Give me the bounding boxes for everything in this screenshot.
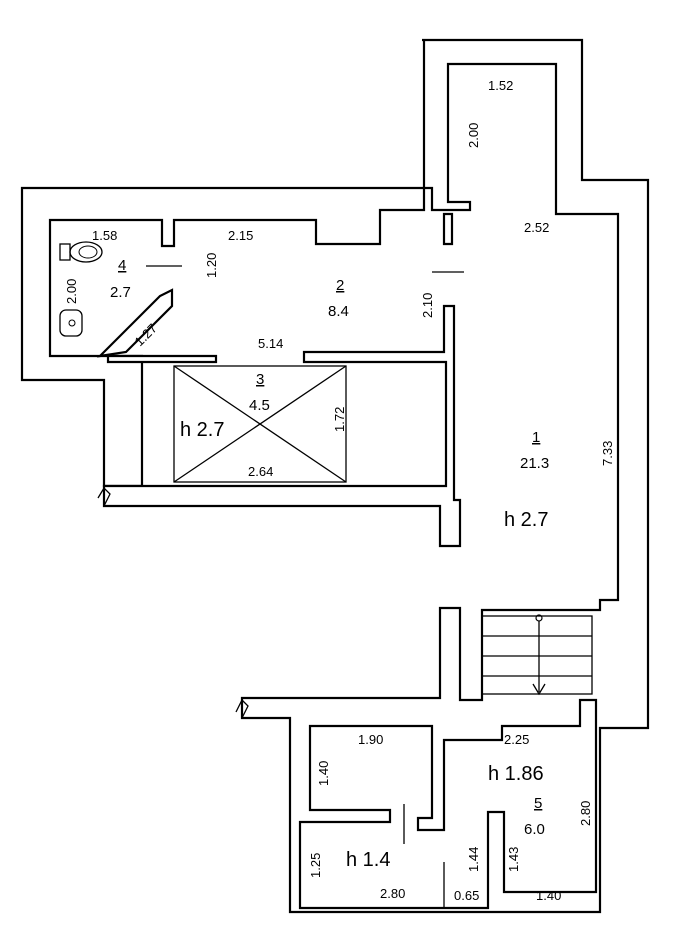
dim-1-58: 1.58 bbox=[92, 228, 117, 243]
toilet-icon bbox=[59, 241, 103, 263]
room3-number: 3 bbox=[256, 371, 264, 388]
dim-1-20: 1.20 bbox=[204, 253, 219, 278]
dim-1-25: 1.25 bbox=[308, 853, 323, 878]
break-mark-lower bbox=[235, 698, 249, 719]
dim-1-43: 1.43 bbox=[506, 847, 521, 872]
room-labels: 4 2.7 2 8.4 3 4.5 h 2.7 1 21.3 h 2.7 5 6… bbox=[110, 257, 549, 871]
lower-room-height: h 1.4 bbox=[346, 849, 390, 871]
break-mark-left bbox=[97, 486, 111, 507]
dimension-labels: 1.52 2.00 2.52 1.58 2.15 1.20 2.00 1.27 … bbox=[64, 78, 615, 903]
room1-left-wall bbox=[102, 304, 462, 548]
room5-height: h 1.86 bbox=[488, 763, 544, 785]
staircase bbox=[481, 614, 593, 696]
sink-icon bbox=[59, 309, 83, 337]
room1-number: 1 bbox=[532, 429, 540, 446]
dim-1-44: 1.44 bbox=[466, 847, 481, 872]
dim-2-80-horizontal: 2.80 bbox=[380, 886, 405, 901]
dim-2-15: 2.15 bbox=[228, 228, 253, 243]
room3-height: h 2.7 bbox=[180, 419, 224, 441]
dim-1-52: 1.52 bbox=[488, 78, 513, 93]
dim-1-72: 1.72 bbox=[332, 407, 347, 432]
room3-area: 4.5 bbox=[249, 397, 270, 414]
door-wall-stub bbox=[442, 212, 454, 246]
diagonal-wall bbox=[96, 288, 174, 358]
dim-1-40-vertical: 1.40 bbox=[316, 761, 331, 786]
room3-box bbox=[173, 365, 347, 483]
room4-number: 4 bbox=[118, 257, 126, 274]
dim-2-52: 2.52 bbox=[524, 220, 549, 235]
room2-area: 8.4 bbox=[328, 303, 349, 320]
dim-2-80-vertical: 2.80 bbox=[578, 801, 593, 826]
room1-height: h 2.7 bbox=[504, 509, 548, 531]
dim-5-14: 5.14 bbox=[258, 336, 283, 351]
left-outer-wall bbox=[20, 186, 426, 488]
dim-2-10: 2.10 bbox=[420, 293, 435, 318]
dim-2-25: 2.25 bbox=[504, 732, 529, 747]
room1-area: 21.3 bbox=[520, 455, 549, 472]
dim-2-00-left: 2.00 bbox=[64, 279, 79, 304]
dim-2-64: 2.64 bbox=[248, 464, 273, 479]
stair-arrow-icon bbox=[532, 614, 546, 696]
dim-2-00-top: 2.00 bbox=[466, 123, 481, 148]
room2-bottom-wall-left bbox=[106, 354, 218, 364]
dim-0-65: 0.65 bbox=[454, 888, 479, 903]
room5-area: 6.0 bbox=[524, 821, 545, 838]
room5-number: 5 bbox=[534, 795, 542, 812]
dim-1-90: 1.90 bbox=[358, 732, 383, 747]
lower-walls bbox=[298, 698, 598, 910]
room2-number: 2 bbox=[336, 277, 344, 294]
room4-area: 2.7 bbox=[110, 284, 131, 301]
dim-7-33: 7.33 bbox=[600, 441, 615, 466]
lower-left-block bbox=[298, 698, 598, 910]
dim-1-40-horizontal: 1.40 bbox=[536, 888, 561, 903]
